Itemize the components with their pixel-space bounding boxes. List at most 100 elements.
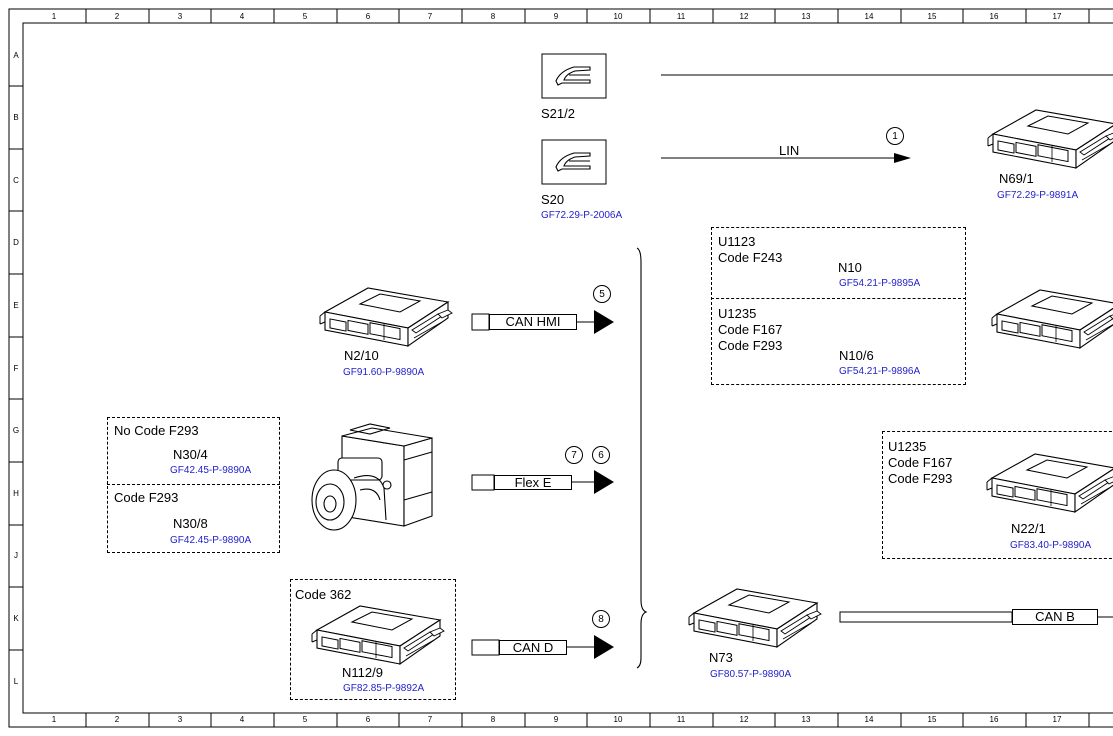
n73-ref-link[interactable]: GF80.57-P-9890A bbox=[710, 669, 792, 680]
can-d-stub bbox=[471, 639, 500, 656]
lin-arrowhead bbox=[894, 153, 911, 163]
flex-e-label: Flex E bbox=[494, 475, 572, 490]
can-b-line bbox=[839, 611, 1013, 623]
n69-1-ref-link[interactable]: GF72.29-P-9891A bbox=[997, 190, 1079, 201]
ecu-n73-icon bbox=[688, 588, 822, 648]
flex-e-stub bbox=[471, 474, 495, 491]
column-label-top: 16 bbox=[989, 12, 999, 21]
can-d-arrowhead bbox=[594, 635, 614, 659]
row-label: G bbox=[12, 426, 20, 435]
column-label-bottom: 11 bbox=[676, 715, 686, 724]
n112-9-box bbox=[290, 579, 456, 700]
column-label-top: 6 bbox=[365, 12, 371, 21]
flex-e-arrowhead bbox=[594, 470, 614, 494]
frame-outer bbox=[8, 8, 1113, 728]
n30-8-label: N30/8 bbox=[173, 516, 208, 531]
column-label-top: 3 bbox=[177, 12, 183, 21]
column-label-top: 10 bbox=[613, 12, 623, 21]
u1123-label: U1123 bbox=[718, 234, 756, 249]
n10-variant-divider bbox=[711, 298, 966, 299]
row-label: H bbox=[13, 489, 19, 498]
column-label-top: 2 bbox=[114, 12, 120, 21]
n22-1-box bbox=[882, 431, 1113, 559]
column-label-top: 15 bbox=[927, 12, 937, 21]
column-label-bottom: 1 bbox=[51, 715, 57, 724]
n2-10-label: N2/10 bbox=[344, 348, 379, 363]
ecu-n2-10-icon bbox=[319, 287, 453, 347]
bus-brace bbox=[636, 247, 648, 669]
n10-6-ref-link[interactable]: GF54.21-P-9896A bbox=[839, 366, 921, 377]
switch-s20-ref-link[interactable]: GF72.29-P-2006A bbox=[541, 210, 623, 221]
n10-ref-link[interactable]: GF54.21-P-9895A bbox=[839, 278, 921, 289]
row-label: A bbox=[13, 51, 19, 60]
column-label-bottom: 5 bbox=[302, 715, 308, 724]
switch-s20-label: S20 bbox=[541, 192, 565, 207]
n22-1-label: N22/1 bbox=[1011, 521, 1046, 536]
column-label-top: 14 bbox=[864, 12, 874, 21]
switch-s21-2-label: S21/2 bbox=[541, 106, 575, 121]
marker-1: 1 bbox=[886, 127, 904, 145]
marker-6: 6 bbox=[592, 446, 610, 464]
switch-s20-icon bbox=[541, 139, 607, 185]
ecu-n69-1-icon bbox=[987, 109, 1113, 169]
column-label-bottom: 16 bbox=[989, 715, 999, 724]
n30-variant-box bbox=[107, 417, 280, 553]
code-f243-label: Code F243 bbox=[718, 250, 783, 265]
n30-8-ref-link[interactable]: GF42.45-P-9890A bbox=[170, 535, 252, 546]
n10-label: N10 bbox=[838, 260, 862, 275]
column-label-top: 12 bbox=[739, 12, 749, 21]
marker-7: 7 bbox=[565, 446, 583, 464]
can-hmi-label: CAN HMI bbox=[489, 314, 577, 330]
u1235-label: U1235 bbox=[888, 439, 927, 454]
marker-8: 8 bbox=[592, 610, 610, 628]
n22-1-ref-link[interactable]: GF83.40-P-9890A bbox=[1010, 540, 1092, 551]
code-362-label: Code 362 bbox=[295, 587, 352, 602]
code-f167-label: Code F167 bbox=[718, 322, 783, 337]
column-label-bottom: 10 bbox=[613, 715, 623, 724]
n73-label: N73 bbox=[709, 650, 733, 665]
frame-inner bbox=[22, 22, 1113, 714]
n30-4-ref-link[interactable]: GF42.45-P-9890A bbox=[170, 465, 252, 476]
column-label-top: 5 bbox=[302, 12, 308, 21]
column-label-bottom: 15 bbox=[927, 715, 937, 724]
hydraulic-unit-icon bbox=[311, 423, 433, 531]
column-label-top: 17 bbox=[1052, 12, 1062, 21]
no-code-f293-label: No Code F293 bbox=[114, 423, 199, 438]
row-label: K bbox=[13, 614, 19, 623]
u1235-label: U1235 bbox=[718, 306, 757, 321]
switch-s21-2-icon bbox=[541, 53, 607, 99]
row-label: D bbox=[13, 238, 19, 247]
n10-6-label: N10/6 bbox=[839, 348, 874, 363]
column-label-bottom: 12 bbox=[739, 715, 749, 724]
n30-4-label: N30/4 bbox=[173, 447, 208, 462]
code-f293-label: Code F293 bbox=[888, 471, 953, 486]
column-label-top: 4 bbox=[239, 12, 245, 21]
n112-9-ref-link[interactable]: GF82.85-P-9892A bbox=[343, 683, 425, 694]
column-label-bottom: 7 bbox=[427, 715, 433, 724]
lin-label: LIN bbox=[779, 143, 800, 158]
row-label: L bbox=[13, 677, 19, 686]
column-label-top: 1 bbox=[51, 12, 57, 21]
code-f293-label: Code F293 bbox=[114, 490, 179, 505]
row-label: J bbox=[14, 551, 18, 560]
n2-10-ref-link[interactable]: GF91.60-P-9890A bbox=[343, 367, 425, 378]
can-hmi-arrowhead bbox=[594, 310, 614, 334]
column-ticks bbox=[85, 9, 1090, 727]
column-label-bottom: 6 bbox=[365, 715, 371, 724]
marker-5: 5 bbox=[593, 285, 611, 303]
column-label-bottom: 8 bbox=[490, 715, 496, 724]
can-d-label: CAN D bbox=[499, 640, 567, 655]
code-f167-label: Code F167 bbox=[888, 455, 953, 470]
column-label-bottom: 2 bbox=[114, 715, 120, 724]
row-label: F bbox=[13, 364, 19, 373]
can-hmi-stub bbox=[471, 313, 490, 331]
column-label-top: 7 bbox=[427, 12, 433, 21]
n10-variant-box bbox=[711, 227, 966, 385]
n112-9-label: N112/9 bbox=[342, 665, 383, 680]
column-label-top: 13 bbox=[801, 12, 811, 21]
row-ticks bbox=[9, 85, 23, 651]
column-label-bottom: 14 bbox=[864, 715, 874, 724]
column-label-bottom: 4 bbox=[239, 715, 245, 724]
column-label-bottom: 13 bbox=[801, 715, 811, 724]
